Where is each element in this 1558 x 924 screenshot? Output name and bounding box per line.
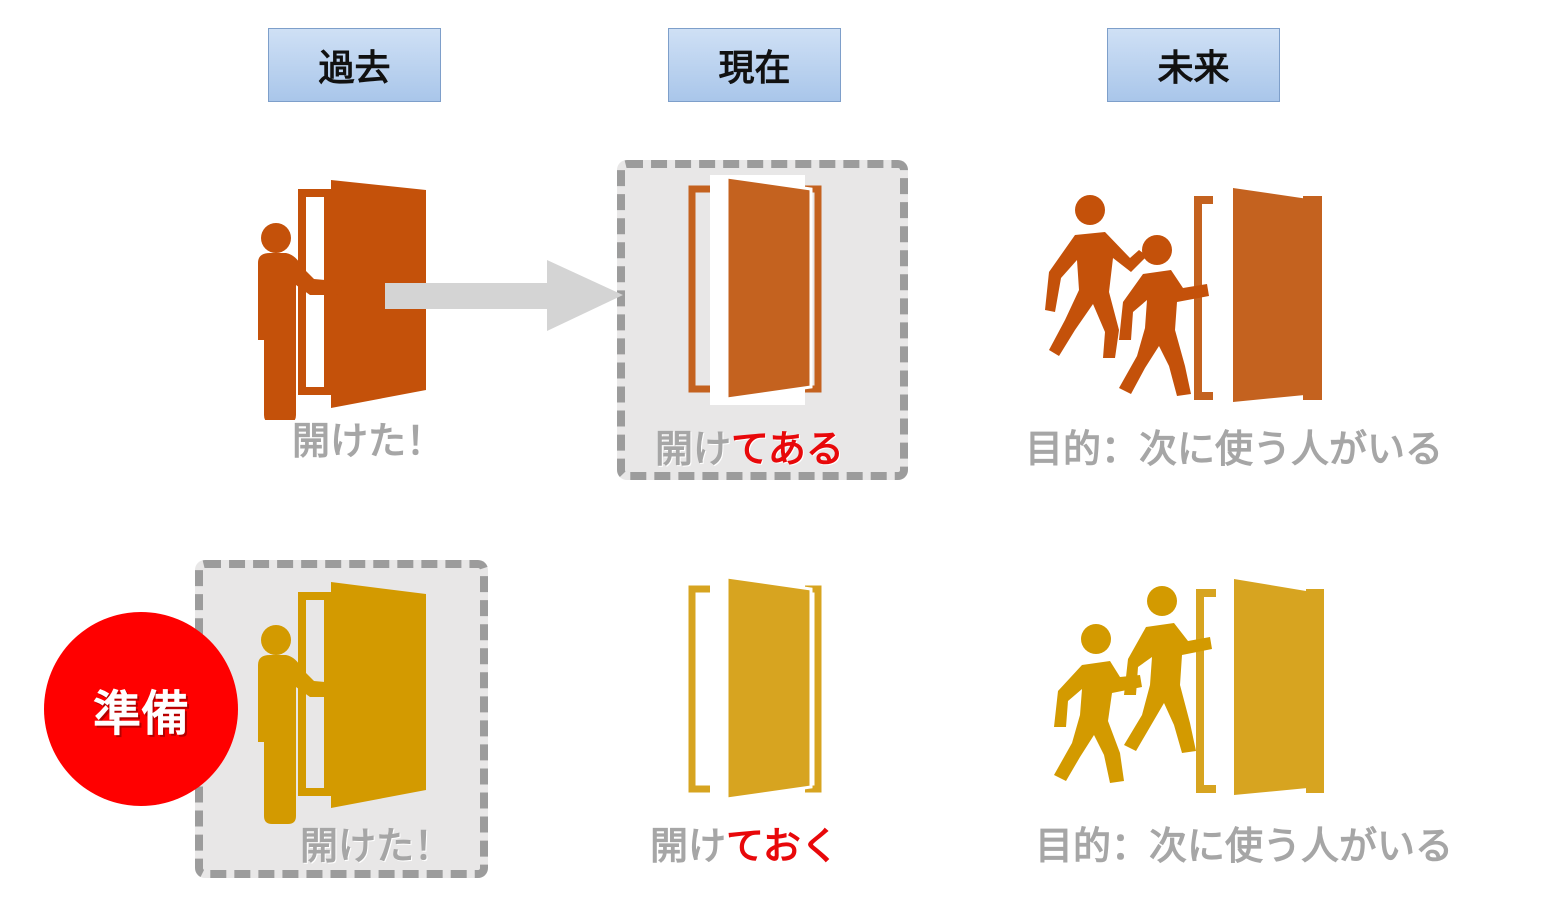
label-past-row2: 開けた！ [300,824,453,868]
open-door-icon [688,575,822,805]
person-opening-door-icon [258,180,426,420]
label-present-row2: 開けておく [650,824,839,868]
header-present: 現在 [668,28,841,102]
header-future: 未来 [1107,28,1280,102]
person-opening-door-icon [258,582,426,824]
label-present-row1: 開けてある [655,427,844,471]
label-future-row2: 目的：次に使う人がいる [1035,824,1454,868]
people-walking-through-door-icon [1054,575,1324,800]
preparation-badge: 準備 [44,612,238,806]
open-door-icon [688,175,822,405]
label-future-row1: 目的：次に使う人がいる [1025,427,1444,471]
arrow-right-icon [385,260,623,331]
people-walking-through-door-icon [1045,180,1322,410]
label-past-row1: 開けた！ [292,419,445,463]
header-past: 過去 [268,28,441,102]
